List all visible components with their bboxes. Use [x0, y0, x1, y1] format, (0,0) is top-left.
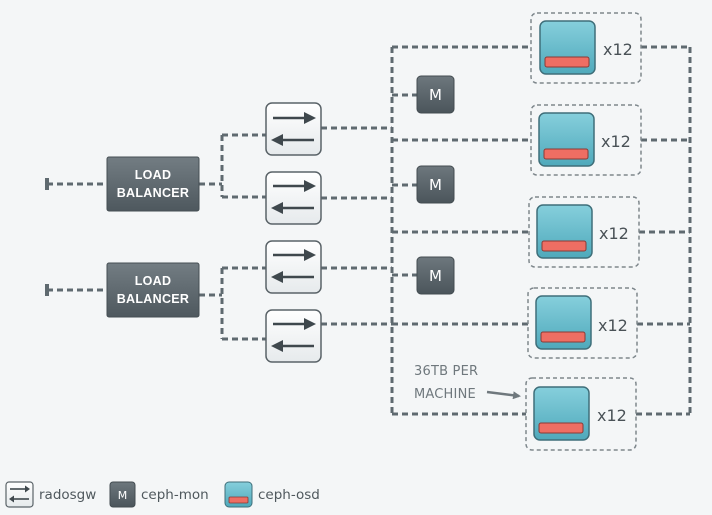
legend-ceph-mon: M ceph-mon	[109, 481, 209, 508]
osd-group[interactable]: x12	[530, 104, 642, 176]
osd-links-left	[392, 45, 531, 416]
load-balancer-label-line2: BALANCER	[117, 186, 190, 200]
osd-count: x12	[601, 132, 631, 151]
right-backbone	[636, 45, 692, 416]
osd-group[interactable]: x12	[528, 196, 640, 268]
radosgw-node[interactable]	[265, 309, 322, 363]
osd-group[interactable]: x12	[530, 12, 642, 84]
entry-terminal-1	[45, 178, 49, 190]
osd-group[interactable]: x12	[527, 287, 638, 359]
legend-ceph-mon-label: ceph-mon	[141, 487, 209, 503]
switch-links	[321, 126, 392, 326]
mon-label: M	[429, 267, 442, 285]
entry-terminal-2	[45, 284, 49, 296]
mon-label: M	[429, 86, 442, 104]
osd-group[interactable]: x12	[525, 377, 637, 451]
annotation-line1: 36TB PER	[414, 364, 478, 379]
mon-label: M	[429, 176, 442, 194]
legend: radosgw M ceph-mon ceph-osd	[5, 481, 320, 508]
load-balancer-label-line1: LOAD	[135, 274, 172, 288]
osd-icon	[533, 386, 590, 441]
osd-count: x12	[598, 316, 628, 335]
osd-icon	[538, 112, 595, 167]
load-balancer[interactable]: LOAD BALANCER	[106, 156, 200, 212]
ceph-mon[interactable]: M	[416, 75, 455, 114]
radosgw-node[interactable]	[265, 240, 322, 294]
load-balancer-label-line2: BALANCER	[117, 292, 190, 306]
load-balancer[interactable]: LOAD BALANCER	[106, 262, 200, 318]
legend-radosgw-label: radosgw	[39, 487, 96, 503]
capacity-annotation: 36TB PER MACHINE	[414, 364, 521, 402]
annotation-line2: MACHINE	[414, 387, 476, 402]
osd-icon	[224, 481, 253, 508]
mon-icon: M	[109, 481, 136, 508]
radosgw-node[interactable]	[265, 102, 322, 156]
osd-icon	[539, 20, 596, 75]
legend-ceph-osd: ceph-osd	[224, 481, 320, 508]
osd-icon	[535, 295, 592, 350]
lb2-links	[199, 266, 266, 341]
osd-count: x12	[599, 224, 629, 243]
radosgw-node[interactable]	[265, 171, 322, 225]
osd-count: x12	[597, 406, 627, 425]
annotation-arrow	[486, 390, 521, 400]
legend-radosgw: radosgw	[5, 481, 96, 508]
radosgw-icon	[5, 481, 34, 508]
lb1-links	[199, 133, 266, 199]
ceph-mon[interactable]: M	[416, 256, 455, 295]
connectors	[47, 45, 692, 416]
legend-ceph-osd-label: ceph-osd	[258, 487, 320, 503]
load-balancer-label-line1: LOAD	[135, 168, 172, 182]
osd-count: x12	[603, 40, 633, 59]
ceph-mon[interactable]: M	[416, 165, 455, 204]
legend-mon-icon-label: M	[118, 489, 128, 502]
osd-icon	[536, 204, 593, 259]
mon-links	[392, 93, 417, 277]
